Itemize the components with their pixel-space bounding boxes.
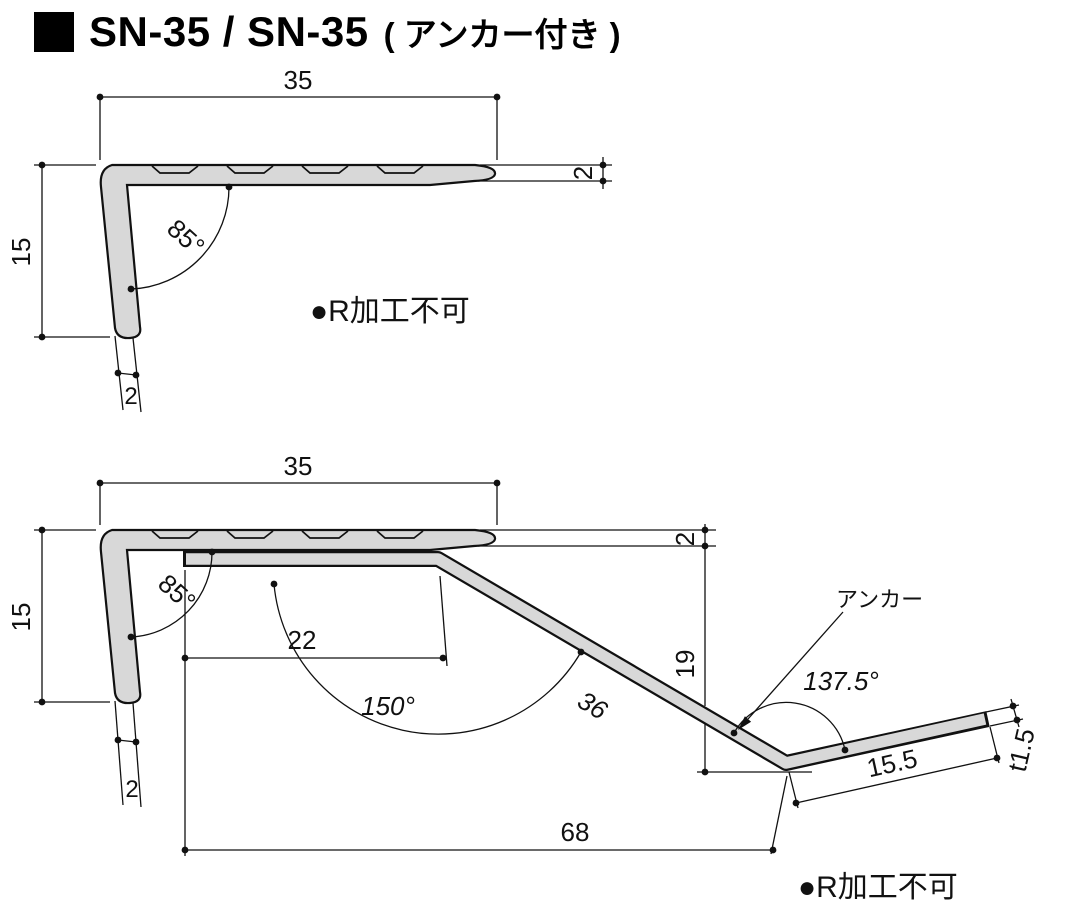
page-title-suffix: ( アンカー付き ) [383,16,621,53]
title-bar: SN-35 / SN-35 ( アンカー付き ) [34,8,621,56]
page-title: SN-35 / SN-35 [89,8,369,55]
anchor-callout: アンカー [738,587,923,730]
bottom-profile-drawing: 35 15 2 19 85° [6,451,1041,904]
dim-drop-label: 19 [670,650,700,679]
angle-arc [733,701,846,751]
angle-label: 85° [152,568,201,617]
anchor-callout-label: アンカー [836,587,923,612]
dim-anchor-thickness-t1-5: t1.5 [985,698,1041,774]
angle-arc [130,186,230,290]
dim-width-label: 35 [284,451,313,481]
angle-150: 150° [270,580,585,735]
angle-label: 137.5° [803,666,878,696]
dim-drop-19: 19 [670,546,812,776]
dim-width-label: 35 [284,65,313,95]
dim-height-label: 15 [6,238,36,267]
section-marker-icon [34,12,74,52]
no-r-machining-note: ●R加工不可 [798,871,958,904]
angle-85: 85° [127,183,233,293]
dim-slope-length-label: 36 [573,685,614,726]
top-profile-drawing: 35 15 2 85° 2 ●R加工不可 [6,65,612,413]
dim-tip-thickness-2: 2 [478,524,716,550]
dim-leg-thickness-label: 2 [124,383,137,410]
dim-anchor-offset-label: 22 [288,625,317,655]
dim-anchor-offset-22: 22 [181,575,448,667]
dim-anchor-thickness-label: t1.5 [1002,725,1041,774]
leader-line [747,611,844,720]
angle-arc [130,551,213,638]
dim-tip-thickness-label: 2 [568,166,598,180]
dim-width-35: 35 [96,65,501,160]
dim-leg-thickness-label: 2 [125,776,138,803]
dim-tip-thickness-label: 2 [670,532,700,546]
dim-tip-thickness-2: 2 [478,157,612,189]
angle-arc [273,583,582,735]
dim-height-label: 15 [6,603,36,632]
anchor-plate [183,551,990,771]
angle-137-5: 137.5° [730,666,879,754]
dim-height-15: 15 [6,161,110,341]
dim-height-15: 15 [6,526,110,706]
dim-width-35: 35 [96,451,501,525]
dim-leg-thickness-2: 2 [114,335,142,413]
angle-label: 150° [361,691,415,721]
dim-leg-thickness-2: 2 [114,700,142,808]
dim-overall-label: 68 [561,817,590,847]
no-r-machining-note: ●R加工不可 [310,295,470,328]
dim-overall-68: 68 [181,775,788,855]
leader-arrowhead [738,716,752,730]
